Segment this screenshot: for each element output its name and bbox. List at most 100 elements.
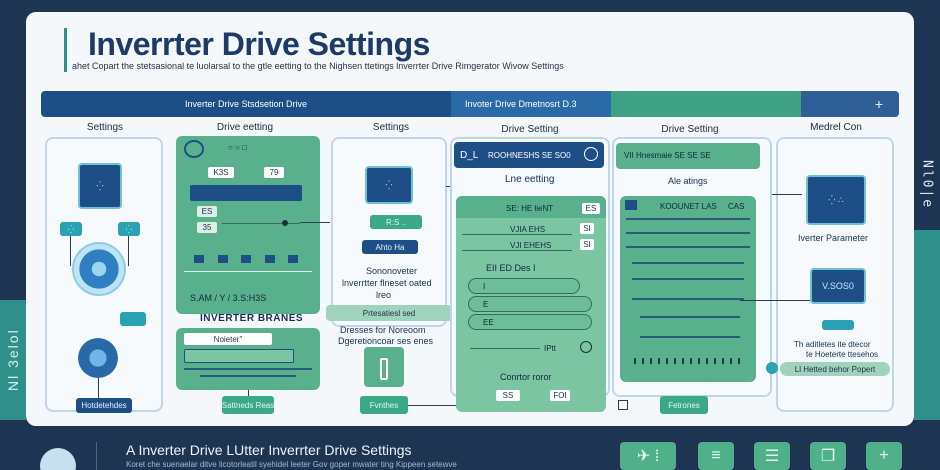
model-tile[interactable]: ⁛ ∴ [806,175,866,225]
small-row[interactable]: Prtesatiesl sed [326,305,452,321]
row-bar [640,316,740,318]
panel-value[interactable]: ES [582,203,600,214]
slider-label: IPtt [544,344,557,353]
description-1: Dresses for Noreoom [340,325,426,335]
row-bar [626,218,750,220]
connector [300,222,330,223]
noeter-field[interactable]: Noieter" [184,333,272,345]
menu-button[interactable]: ☰ [754,442,790,470]
value-field[interactable]: 35 [197,222,217,233]
menu-icon: ☰ [764,448,780,465]
ahto-button[interactable]: Ahto Ha [362,240,418,254]
value-field[interactable]: ES [197,206,217,217]
panel-title-2: KOOUNET LAS [660,202,717,211]
divider [184,368,312,370]
copy-icon: ❐ [820,448,836,465]
tick-scale [634,358,744,364]
row-1-value[interactable]: SI [580,223,594,234]
panel-title: SE: HE lieNT [506,204,554,213]
slider-track [470,348,540,349]
value-field[interactable]: 79 [264,167,284,178]
gauge-icon [184,140,204,158]
icon-row [194,255,298,265]
connector [408,405,498,406]
bottom-right-field[interactable]: FOI [550,390,570,401]
column-label-model: Medrel Con [810,122,862,133]
title-accent [64,28,67,72]
row-2-value[interactable]: SI [580,239,594,250]
footer-bar[interactable]: Ll Hetted behor Popert [780,362,890,376]
column-label-drive-1: Drive eetting [216,122,274,133]
dashboard-icon[interactable] [40,448,76,470]
mini-button[interactable]: R:S .. [370,215,422,229]
panel-heading-2: lnverrtter flneset oated [342,278,432,288]
header-code: D_L [460,150,479,161]
column-label-drive-2: Drive Setting [501,124,559,135]
copy-button[interactable]: ❐ [810,442,846,470]
value-field[interactable]: K3S [208,167,234,178]
description-2: Dgeretioncoar ses enes [338,336,434,346]
panel-header [456,196,606,218]
check-icon[interactable] [580,341,592,353]
checkbox[interactable] [618,400,628,410]
header-text-green: VII Hnesmaie SE SE SE [624,151,711,160]
switch-block [364,347,404,387]
connector [98,378,99,398]
ale-atings-heading: Ale atings [668,176,708,186]
chip-right[interactable]: ⁛ [118,222,140,236]
connector [128,236,129,266]
slider-handle[interactable] [282,220,288,226]
control-tile-2[interactable]: ⁛ [365,166,413,204]
tab-drive-selection[interactable]: Inverter Drive Stsdsetion Drive [41,91,451,117]
readout-tile[interactable]: V.SOS0 [810,268,866,304]
row-6[interactable]: EE [468,314,592,330]
description-6b: te Hoeterte ttesehos [806,350,879,359]
divider [462,234,572,235]
chip-left[interactable]: ⁛ [60,222,82,236]
input-box[interactable] [184,349,294,363]
header-text: ROOHNESHS SE SO0 [488,151,571,160]
speed-dial-icon[interactable] [72,242,126,296]
connector [772,194,802,195]
bottom-subtitle: Koret che suenaelar ditve licotorleatil … [126,460,457,469]
knob-icon[interactable] [78,338,118,378]
fvnthes-button[interactable]: Fvnthes [360,396,408,414]
panel-right: CAS [728,202,745,211]
bottom-left-field[interactable]: SS [496,390,520,401]
list-button[interactable]: ≡ [698,442,734,470]
tab-bar: Inverter Drive Stsdsetion Drive Invoter … [41,91,899,117]
column-label-settings-2: Settings [372,122,410,133]
divider [200,375,296,377]
header-strip [454,142,604,168]
indicator-dots: ○ ○ □ [228,143,247,152]
hotdetehdes-button[interactable]: Hotdetehdes [76,398,132,413]
divider [462,250,572,251]
row-1: VJIA EHS [510,225,546,234]
switch-icon[interactable] [380,358,388,380]
page-subtitle: ahet Copart the stetsasional te luolarsa… [72,61,564,71]
small-chip[interactable] [822,320,854,330]
slider-track [222,223,300,224]
add-button[interactable]: + [866,442,902,470]
readout-text: S.AM / Y / 3.S:H3S [190,293,267,303]
line-setting-heading: Lne eetting [505,174,555,185]
status-icon[interactable] [584,147,598,161]
fetrones-button[interactable]: Fetrones [660,396,708,414]
ale-panel [620,196,756,382]
sattneds-button[interactable]: Sattneds Reas [222,396,274,414]
row-bar [626,246,750,248]
chip-lower[interactable] [120,312,146,326]
tab-drive-diagnostic[interactable]: Invoter Drive Dmetnosrt D.3 [451,91,611,117]
row-4[interactable]: I [468,278,580,294]
panel-heading: Sononoveter [366,266,418,276]
plane-chart-button[interactable]: ✈ ⁞ [620,442,676,470]
row-bar [626,232,750,234]
bottom-title: A Inverter Drive LUtter Inverrter Drive … [126,442,412,458]
divider [96,442,97,470]
row-5[interactable]: E [468,296,592,312]
control-tile[interactable]: ⁛ [78,163,122,209]
tab-blank[interactable] [611,91,801,117]
add-tab-button[interactable]: + [801,91,899,117]
row-3: EII ED Des I [486,263,536,273]
pin-icon[interactable] [766,362,778,374]
